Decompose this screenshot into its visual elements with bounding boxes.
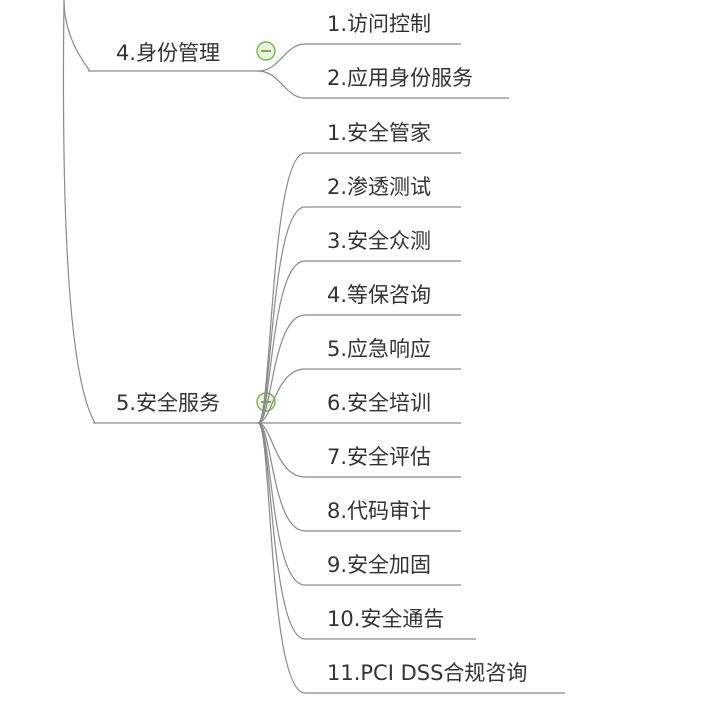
child-connector (257, 314, 306, 424)
child-connector (257, 206, 306, 424)
child-connector (257, 422, 306, 694)
child-label-app-identity-service[interactable]: 2.应用身份服务 (327, 66, 473, 90)
child-label-security-hardening[interactable]: 9.安全加固 (327, 553, 431, 577)
trunk-connector (62, 0, 96, 424)
child-label-security-assessment[interactable]: 7.安全评估 (327, 445, 431, 469)
child-label-incident-response[interactable]: 5.应急响应 (327, 337, 431, 361)
child-label-access-control[interactable]: 1.访问控制 (327, 12, 431, 36)
child-label-pci-dss-consulting[interactable]: 11.PCI DSS合规咨询 (327, 661, 527, 685)
child-connector (257, 152, 306, 424)
child-connector (257, 260, 306, 424)
child-label-security-butler[interactable]: 1.安全管家 (327, 121, 431, 145)
child-connector (257, 422, 306, 532)
child-label-security-training[interactable]: 6.安全培训 (327, 391, 431, 415)
child-label-security-advisory[interactable]: 10.安全通告 (327, 607, 444, 631)
child-label-crowd-testing[interactable]: 3.安全众测 (327, 229, 431, 253)
child-connector (257, 422, 306, 478)
child-connector (257, 70, 306, 99)
child-label-compliance-consulting[interactable]: 4.等保咨询 (327, 283, 431, 307)
branch-label-identity-management[interactable]: 4.身份管理 (116, 41, 220, 65)
collapse-minus-icon[interactable] (256, 41, 276, 61)
child-connector (257, 43, 306, 72)
child-label-code-audit[interactable]: 8.代码审计 (327, 499, 431, 523)
trunk-connector (63, 0, 91, 72)
child-connector (257, 368, 306, 424)
branch-label-security-services[interactable]: 5.安全服务 (116, 391, 220, 415)
child-label-penetration-testing[interactable]: 2.渗透测试 (327, 175, 431, 199)
